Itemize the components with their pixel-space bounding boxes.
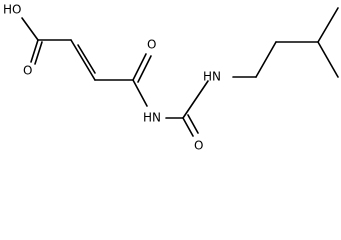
atom-labels: HO O O HN HN O: [3, 3, 221, 153]
urea-oxygen-label: O: [194, 139, 203, 153]
bond-c8-c9: [317, 7, 339, 43]
molecule-structure: HO O O HN HN O: [3, 3, 339, 153]
bond-o-h-to-c1: [21, 17, 39, 41]
bond-c2-c3-outer: [70, 39, 96, 81]
bond-c4-o-outer: [132, 53, 147, 81]
bond-c5-o-inner: [187, 114, 199, 134]
bond-c4-nh: [132, 79, 148, 107]
bond-c4-o-inner: [137, 55, 152, 83]
bond-c5-nh2: [182, 80, 209, 119]
imide-nh-label: HN: [143, 111, 161, 125]
carbonyl-oxygen-amide-label: O: [147, 38, 156, 52]
bond-c2-c3-inner: [77, 44, 96, 74]
amide-nh-label: HN: [203, 70, 221, 84]
bond-c5-o-outer: [182, 117, 194, 137]
bond-c6-c7: [255, 41, 277, 78]
hydroxyl-label: HO: [3, 3, 21, 17]
bonds: [21, 7, 339, 137]
bond-c1-carbonyl-inner: [34, 41, 43, 65]
bond-c1-carbonyl-outer: [30, 39, 39, 63]
carbonyl-oxygen-acid-label: O: [23, 64, 32, 78]
bond-c8-c10: [317, 41, 339, 78]
